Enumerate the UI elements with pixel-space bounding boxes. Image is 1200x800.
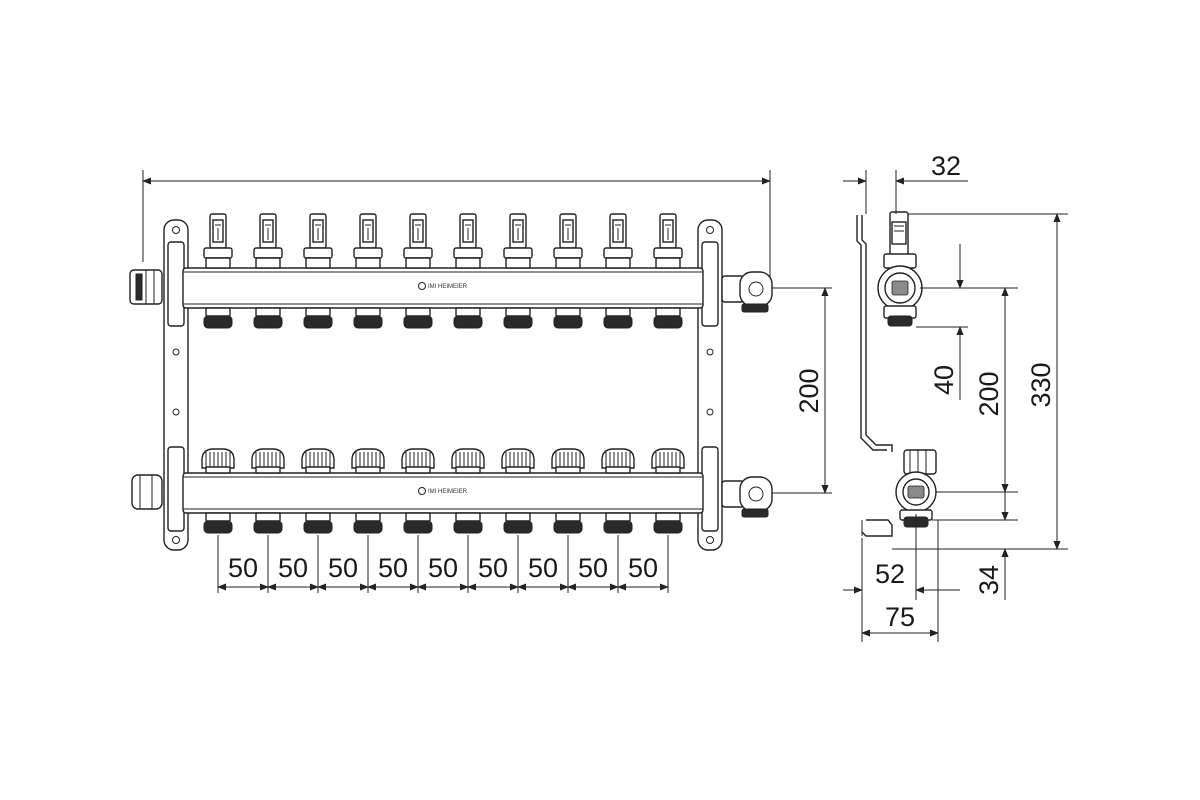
return-outlet — [503, 512, 533, 534]
supply-outlet — [353, 307, 383, 329]
flow-meter — [303, 213, 333, 269]
brand-logo-icon — [418, 282, 426, 290]
front-view: IMI HEIMEIER IMI HEIMEIER — [129, 170, 832, 593]
loop-6 — [451, 213, 485, 534]
supply-bar: IMI HEIMEIER — [182, 267, 704, 309]
flow-meter — [253, 213, 283, 269]
valve-head — [401, 448, 435, 474]
flow-meter — [403, 213, 433, 269]
side-bracket-profile — [856, 215, 893, 537]
loop-3 — [301, 213, 335, 534]
spacing-label: 50 — [328, 553, 358, 583]
overall-width-dimension — [142, 170, 771, 288]
loop-7 — [501, 213, 535, 534]
return-outlet — [403, 512, 433, 534]
side-top-offset-label: 32 — [931, 151, 961, 181]
valve-head — [601, 448, 635, 474]
return-inlet-connector — [131, 474, 163, 510]
supply-outlet — [253, 307, 283, 329]
loop-9 — [601, 213, 635, 534]
flow-meter — [503, 213, 533, 269]
side-rail-distance-dimension: 200 — [920, 287, 1018, 493]
supply-inlet-connector — [129, 269, 163, 305]
valve-head — [251, 448, 285, 474]
supply-outlet — [403, 307, 433, 329]
side-valve-offset-label: 40 — [929, 365, 959, 395]
side-view: 32 40 200 330 34 — [843, 151, 1068, 642]
valve-head — [651, 448, 685, 474]
supply-bar-brand: IMI HEIMEIER — [428, 284, 468, 290]
return-outlet — [353, 512, 383, 534]
flow-meter — [353, 213, 383, 269]
spacing-label: 50 — [278, 553, 308, 583]
loop-1 — [201, 213, 235, 534]
front-rail-distance-dimension: 200 — [772, 287, 832, 494]
valve-head — [351, 448, 385, 474]
loop-2 — [251, 213, 285, 534]
spacing-label: 50 — [528, 553, 558, 583]
side-supply-valve — [877, 211, 923, 327]
loop-5 — [401, 213, 435, 534]
flow-meter — [653, 213, 683, 269]
flow-meter — [453, 213, 483, 269]
loop-8 — [551, 213, 585, 534]
front-rail-distance-label: 200 — [794, 368, 824, 413]
return-outlet — [653, 512, 683, 534]
outlet-spacing-dimensions: 50 50 50 50 50 50 50 50 50 — [217, 535, 669, 593]
return-outlet — [253, 512, 283, 534]
side-top-offset-dimension: 32 — [843, 151, 968, 214]
spacing-label: 50 — [378, 553, 408, 583]
supply-end-fitting — [721, 271, 773, 313]
supply-outlet — [653, 307, 683, 329]
front-loops — [201, 213, 685, 534]
return-outlet — [553, 512, 583, 534]
return-outlet — [453, 512, 483, 534]
return-bar: IMI HEIMEIER — [182, 472, 704, 514]
loop-4 — [351, 213, 385, 534]
return-outlet — [303, 512, 333, 534]
return-end-fitting — [721, 476, 773, 518]
return-outlet — [203, 512, 233, 534]
spacing-label: 50 — [578, 553, 608, 583]
left-mounting-bracket — [163, 219, 189, 551]
valve-head — [201, 448, 235, 474]
flow-meter — [603, 213, 633, 269]
spacing-label: 50 — [478, 553, 508, 583]
supply-outlet — [453, 307, 483, 329]
supply-outlet — [553, 307, 583, 329]
supply-outlet — [203, 307, 233, 329]
brand-logo-icon — [418, 487, 426, 495]
return-bar-brand: IMI HEIMEIER — [428, 489, 468, 495]
side-return-valve — [895, 449, 937, 528]
side-bottom-offset-dimension: 34 — [932, 470, 1018, 600]
supply-outlet — [303, 307, 333, 329]
side-rail-distance-label: 200 — [974, 371, 1004, 416]
return-outlet — [603, 512, 633, 534]
side-depth-label: 52 — [875, 559, 905, 589]
spacing-label: 50 — [428, 553, 458, 583]
flow-meter — [553, 213, 583, 269]
loop-10 — [651, 213, 685, 534]
side-total-height-dimension: 330 — [892, 213, 1068, 550]
side-total-depth-label: 75 — [885, 602, 915, 632]
side-total-depth-dimension: 75 — [861, 520, 939, 642]
spacing-label: 50 — [628, 553, 658, 583]
side-valve-offset-dimension: 40 — [916, 244, 968, 400]
spacing-label: 50 — [228, 553, 258, 583]
flow-meter — [203, 213, 233, 269]
side-bottom-offset-label: 34 — [974, 565, 1004, 595]
valve-head — [501, 448, 535, 474]
supply-outlet — [503, 307, 533, 329]
valve-head — [301, 448, 335, 474]
valve-head — [551, 448, 585, 474]
right-mounting-bracket — [697, 219, 723, 551]
supply-outlet — [603, 307, 633, 329]
side-total-height-label: 330 — [1026, 362, 1056, 407]
valve-head — [451, 448, 485, 474]
